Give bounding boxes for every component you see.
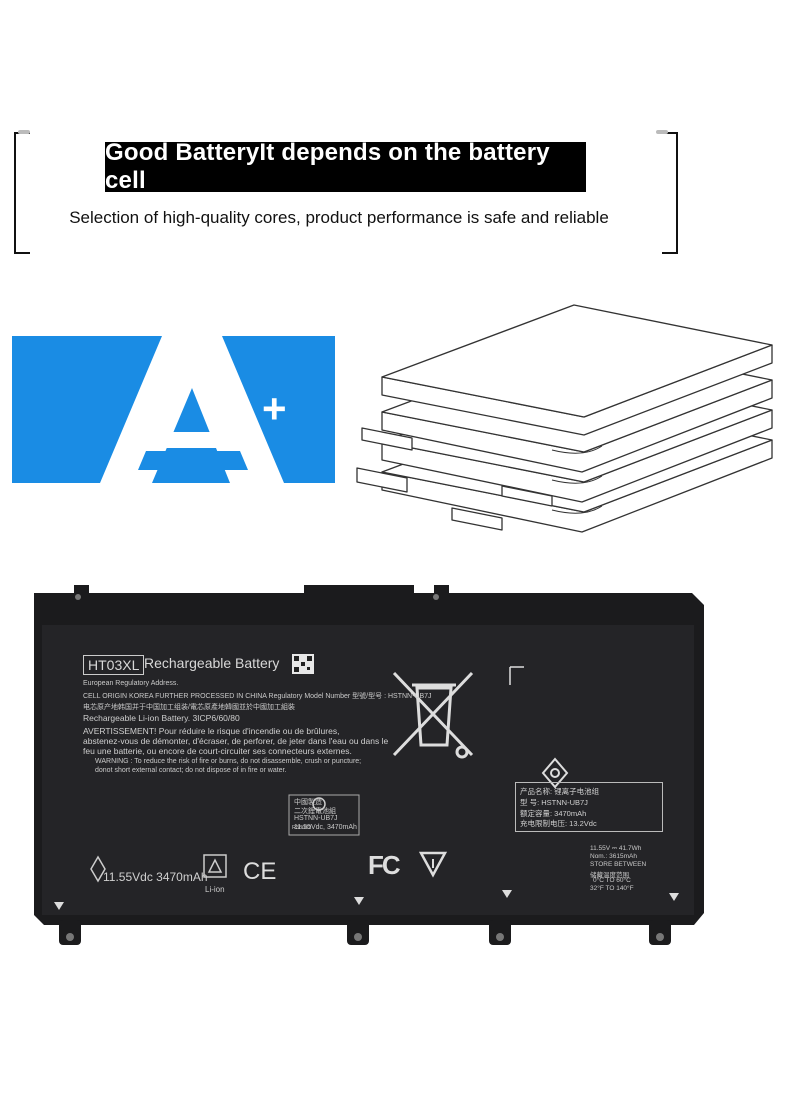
spec-line-4: 充电限制电压: 13.2Vdc	[520, 819, 597, 828]
battery-model: HT03XL	[83, 655, 145, 675]
label-line-5: AVERTISSEMENT! Pour réduire le risque d'…	[83, 726, 340, 736]
note-line-6: 32°F TO 140°F	[590, 885, 634, 892]
spec-box	[515, 782, 663, 832]
label-line-7: feu une batterie, ou encore de court-cir…	[83, 746, 352, 756]
note-line-2: Nom.: 3615mAh	[590, 853, 637, 860]
ce-mark: CE	[243, 858, 277, 885]
grade-letter-a	[100, 336, 284, 483]
battery-pack	[34, 585, 704, 945]
left-bracket	[14, 132, 30, 254]
battery-rating: 11.55Vdc 3470mAh	[103, 870, 208, 884]
battery-cells-illustration	[356, 304, 773, 533]
fc-mark: FC	[368, 850, 401, 880]
cert-code: R38062	[292, 825, 312, 831]
note-line-1: 11.55V ⎓ 41.7Wh	[590, 845, 642, 852]
spec-line-3: 额定容量: 3470mAh	[520, 809, 587, 818]
cert-line-2: 二次鋰電池組	[294, 808, 336, 815]
bracket-tick-left	[18, 130, 30, 134]
label-line-9: donot short external contact; do not dis…	[95, 767, 287, 774]
bracket-tick-right	[656, 130, 668, 134]
label-line-1: European Regulatory Address.	[83, 680, 179, 687]
cert-line-1: 中國製造	[294, 799, 322, 806]
liion-label: Li-ion	[205, 885, 225, 894]
spec-line-2: 型 号: HSTNN-UB7J	[520, 798, 588, 807]
headline-banner: Good BatteryIt depends on the battery ce…	[105, 139, 586, 194]
note-line-5: 0°C TO 60°C	[593, 877, 631, 884]
label-line-2: CELL ORIGIN KOREA FURTHER PROCESSED IN C…	[83, 693, 432, 700]
cert-line-3: HSTNN-UB7J	[294, 815, 338, 822]
label-line-4: Rechargeable Li-ion Battery. 3ICP6/60/80	[83, 713, 240, 723]
battery-title: Rechargeable Battery	[144, 655, 280, 671]
spec-line-1: 产品名称: 锂离子电池组	[520, 787, 600, 796]
subline-text: Selection of high-quality cores, product…	[69, 208, 609, 227]
grade-badge	[12, 336, 335, 483]
label-line-6: abstenez-vous de démonter, d'écraser, de…	[83, 736, 389, 746]
grade-plus: +	[262, 385, 287, 432]
label-line-3: 电芯原产地韩国并于中国加工组装/電芯原產地韓國並於中國加工組裝	[83, 704, 295, 711]
note-line-3: STORE BETWEEN	[590, 861, 647, 868]
label-line-8: WARNING : To reduce the risk of fire or …	[95, 758, 362, 765]
right-bracket	[662, 132, 678, 254]
cert-line-4: 11.55Vdc, 3470mAh	[294, 824, 357, 831]
note-line-4: 储藏温度范围	[590, 872, 629, 879]
